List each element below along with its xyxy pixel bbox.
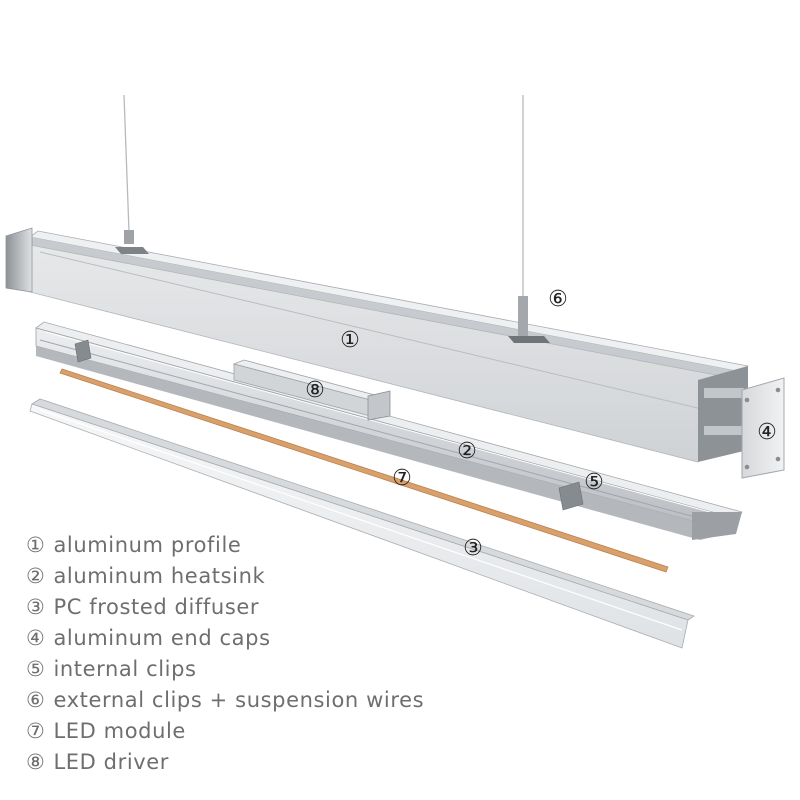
legend-item: ⑦ LED module: [26, 716, 424, 747]
aluminum-end-cap: [741, 377, 785, 479]
legend-number: ⑤: [26, 657, 46, 681]
led-module: [59, 368, 669, 573]
legend-number: ③: [26, 595, 46, 619]
legend-label: aluminum profile: [53, 533, 242, 557]
legend-item: ③ PC frosted diffuser: [26, 592, 424, 623]
legend-label: aluminum heatsink: [53, 564, 266, 588]
internal-clips: [74, 339, 584, 511]
legend-number: ①: [26, 533, 46, 557]
aluminum-profile: [29, 230, 749, 463]
legend: ① aluminum profile ② aluminum heatsink ③ PC…: [26, 530, 424, 778]
callout-4: ④: [757, 420, 777, 445]
legend-label: PC frosted diffuser: [53, 595, 260, 619]
legend-number: ⑥: [26, 688, 46, 712]
callouts: ① ② ③ ④ ⑤ ⑥ ⑦ ⑧: [305, 287, 777, 561]
left-end-cap: [5, 227, 33, 293]
suspension-wires: [123, 94, 524, 298]
callout-7: ⑦: [392, 466, 412, 491]
callout-8: ⑧: [305, 378, 325, 403]
legend-number: ②: [26, 564, 46, 588]
legend-item: ① aluminum profile: [26, 530, 424, 561]
legend-label: aluminum end caps: [53, 626, 271, 650]
callout-5: ⑤: [584, 470, 604, 495]
legend-number: ④: [26, 626, 46, 650]
external-clips: [115, 230, 550, 343]
callout-6: ⑥: [548, 287, 568, 312]
callout-3: ③: [463, 536, 483, 561]
legend-number: ⑦: [26, 719, 46, 743]
legend-item: ④ aluminum end caps: [26, 623, 424, 654]
legend-label: internal clips: [53, 657, 197, 681]
legend-label: LED driver: [53, 750, 170, 774]
legend-label: external clips + suspension wires: [53, 688, 425, 712]
legend-item: ⑤ internal clips: [26, 654, 424, 685]
legend-number: ⑧: [26, 750, 46, 774]
legend-item: ⑧ LED driver: [26, 747, 424, 778]
legend-label: LED module: [53, 719, 186, 743]
led-driver: [232, 359, 391, 421]
callout-2: ②: [457, 439, 477, 464]
pc-frosted-diffuser: [29, 398, 695, 649]
callout-1: ①: [340, 328, 360, 353]
legend-item: ⑥ external clips + suspension wires: [26, 685, 424, 716]
legend-item: ② aluminum heatsink: [26, 561, 424, 592]
